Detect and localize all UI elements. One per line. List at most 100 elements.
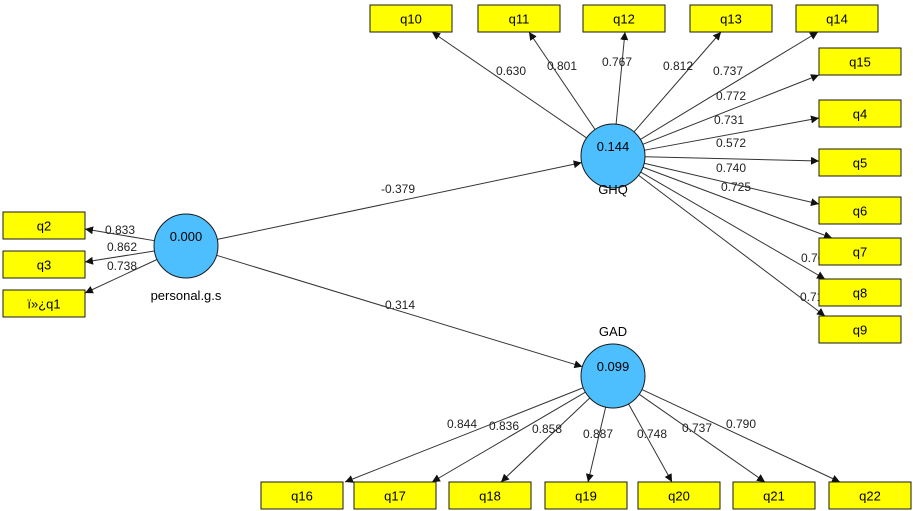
loading-arrow-q6 <box>644 162 820 207</box>
latent-r2-value: 0.099 <box>597 359 630 374</box>
indicator-q18[interactable]: q18 <box>448 481 532 510</box>
latent-name: GHQ <box>598 182 628 197</box>
loading-arrow-q1 <box>84 259 158 294</box>
indicator-q6[interactable]: q6 <box>818 196 902 225</box>
loading-weight-q22: 0.790 <box>726 417 756 431</box>
indicator-box <box>818 278 902 307</box>
loading-weight-q6: 0.740 <box>716 161 746 175</box>
indicator-label: ï»¿q1 <box>27 297 60 312</box>
loading-arrow-q13 <box>633 31 722 133</box>
loading-weight-q5: 0.572 <box>716 136 746 150</box>
indicator-label: q21 <box>763 489 785 504</box>
latent-personal[interactable]: 0.000 personal.g.s <box>151 213 222 303</box>
indicator-q5[interactable]: q5 <box>818 148 902 177</box>
indicator-label: q20 <box>668 489 690 504</box>
loading-weight-q19: 0.887 <box>583 427 613 441</box>
indicator-box <box>2 211 86 240</box>
indicator-box <box>818 315 902 344</box>
latent-r2-value: 0.000 <box>170 229 203 244</box>
indicator-box <box>732 481 816 510</box>
indicator-box <box>818 148 902 177</box>
indicator-box <box>818 99 902 128</box>
indicator-label: q15 <box>849 55 871 70</box>
latent-name: personal.g.s <box>151 288 222 303</box>
loading-arrow-q22 <box>641 389 841 483</box>
latent-circle <box>153 213 219 279</box>
path-coefficient-gad: -0.314 <box>381 298 415 312</box>
indicator-q17[interactable]: q17 <box>353 481 437 510</box>
indicator-q13[interactable]: q13 <box>689 4 773 33</box>
indicator-box <box>689 4 773 33</box>
indicator-q8[interactable]: q8 <box>818 278 902 307</box>
loading-arrow-q14 <box>640 31 819 140</box>
indicator-label: q19 <box>575 489 597 504</box>
indicator-label: q4 <box>853 107 867 122</box>
indicator-box <box>828 481 912 510</box>
indicator-q9[interactable]: q9 <box>818 315 902 344</box>
indicator-q21[interactable]: q21 <box>732 481 816 510</box>
indicator-label: q10 <box>400 12 422 27</box>
loading-weight-q14: 0.737 <box>713 64 743 78</box>
loading-weight-q13: 0.812 <box>663 59 693 73</box>
loading-arrow-q21 <box>638 393 766 483</box>
latent-circle <box>580 123 646 189</box>
loading-arrow-q10 <box>431 31 587 139</box>
indicator-q19[interactable]: q19 <box>544 481 628 510</box>
indicator-q7[interactable]: q7 <box>818 237 902 266</box>
indicator-box <box>2 250 86 279</box>
loading-weight-q17: 0.836 <box>489 419 519 433</box>
indicator-box <box>369 4 453 33</box>
loading-arrow-q12 <box>615 31 629 125</box>
indicator-q3[interactable]: q3 <box>2 250 86 279</box>
indicator-label: q22 <box>859 489 881 504</box>
indicator-label: q12 <box>613 12 635 27</box>
loading-arrow-q19 <box>585 407 607 483</box>
loading-weight-q4: 0.731 <box>714 113 744 127</box>
indicator-box <box>477 4 561 33</box>
loading-weight-q3: 0.862 <box>107 240 137 254</box>
indicator-q15[interactable]: q15 <box>818 47 902 76</box>
path-arrow-personal-ghq <box>217 160 582 240</box>
indicator-label: q2 <box>37 219 51 234</box>
loading-weight-q2: 0.833 <box>105 223 135 237</box>
indicator-q1[interactable]: ï»¿q1 <box>2 289 86 318</box>
indicator-label: q17 <box>384 489 406 504</box>
indicator-label: q18 <box>479 489 501 504</box>
indicator-label: q16 <box>291 489 313 504</box>
indicator-q20[interactable]: q20 <box>637 481 721 510</box>
path-coefficient-ghq: -0.379 <box>381 182 415 196</box>
loading-weight-q1: 0.738 <box>107 259 137 273</box>
indicator-q10[interactable]: q10 <box>369 4 453 33</box>
loading-arrow-q9 <box>638 174 826 317</box>
latent-circle <box>580 343 646 409</box>
loading-arrow-q2 <box>84 226 155 242</box>
loading-weight-q18: 0.858 <box>532 422 562 436</box>
indicator-label: q5 <box>853 156 867 171</box>
indicator-box <box>818 196 902 225</box>
indicator-box <box>2 289 86 318</box>
indicator-q14[interactable]: q14 <box>795 4 879 33</box>
latent-name: GAD <box>599 324 627 339</box>
loading-weight-q15: 0.772 <box>716 89 746 103</box>
loading-arrow-q3 <box>84 250 155 265</box>
loading-arrow-q7 <box>642 166 833 239</box>
indicator-box <box>795 4 879 33</box>
loading-weight-q21: 0.737 <box>682 421 712 435</box>
loading-weight-q11: 0.801 <box>547 59 577 73</box>
indicator-q2[interactable]: q2 <box>2 211 86 240</box>
indicator-q12[interactable]: q12 <box>582 4 666 33</box>
indicator-box <box>637 481 721 510</box>
indicator-q22[interactable]: q22 <box>828 481 912 510</box>
path-arrow-personal-gad <box>216 254 583 369</box>
indicator-box <box>544 481 628 510</box>
indicator-q4[interactable]: q4 <box>818 99 902 128</box>
loading-arrow-q5 <box>644 156 820 165</box>
loading-arrow-q4 <box>644 115 820 151</box>
indicator-box <box>818 237 902 266</box>
latent-gad[interactable]: 0.099 GAD <box>580 324 646 409</box>
indicator-q16[interactable]: q16 <box>260 481 344 510</box>
indicator-q11[interactable]: q11 <box>477 4 561 33</box>
indicator-box <box>353 481 437 510</box>
